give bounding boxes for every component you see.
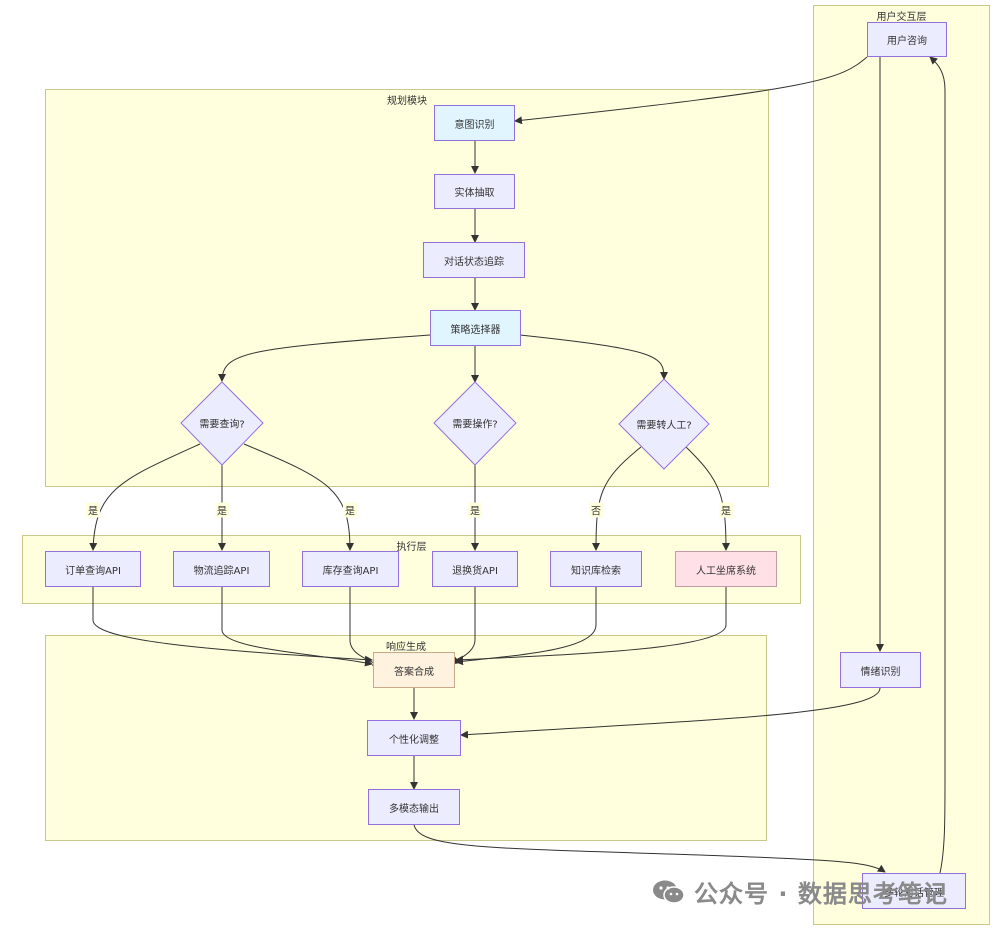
subgraph-execution: 执行层 (22, 535, 801, 604)
node-return-api: 退换货API (432, 551, 518, 587)
edge-label-yes-return: 是 (468, 502, 482, 518)
node-kb-search: 知识库检索 (550, 551, 642, 587)
edge-needhuman-to-human (685, 446, 730, 551)
node-logistics-api: 物流追踪API (173, 551, 270, 587)
node-human-agent: 人工坐席系统 (675, 551, 777, 587)
decision-need-human: 需要转人工? (636, 420, 692, 432)
node-order-api: 订单查询API (45, 551, 141, 587)
node-multi-turn-management: 多轮对话管理 (862, 873, 966, 909)
edge-policy-to-needquery (218, 334, 431, 382)
subgraph-title-execution: 执行层 (396, 542, 427, 553)
node-personalization: 个性化调整 (367, 720, 461, 756)
edge-label-yes-human: 是 (719, 502, 733, 518)
edge-user-to-intent (514, 56, 868, 125)
subgraph-title-user-layer: 用户交互层 (876, 12, 927, 23)
edge-order-to-answer (92, 587, 373, 664)
edge-label-yes-inventory: 是 (343, 502, 357, 518)
node-dialog-state-tracking: 对话状态追踪 (423, 242, 525, 278)
node-policy-selector: 策略选择器 (430, 310, 521, 346)
edge-needquery-to-order (89, 443, 201, 551)
edge-needhuman-to-kb (592, 446, 642, 551)
edge-kb-to-answer (455, 587, 597, 666)
edge-multiturn-to-user (929, 56, 946, 874)
node-user-query: 用户咨询 (867, 22, 947, 57)
edge-needquery-to-inventory (243, 443, 354, 551)
edge-multimodal-to-multiturn (413, 824, 886, 873)
edge-logistics-to-answer (221, 587, 373, 667)
diamond-need-human (618, 378, 710, 470)
edge-label-yes-logistics: 是 (215, 502, 229, 518)
subgraph-title-planning: 规划模块 (387, 96, 427, 107)
diamond-need-query (180, 381, 264, 466)
node-emotion-recognition: 情绪识别 (840, 652, 921, 688)
node-multimodal-output: 多模态输出 (368, 789, 460, 825)
edge-human-to-answer (455, 587, 727, 664)
edge-label-yes-order: 是 (86, 502, 100, 518)
decision-need-query: 需要查询? (199, 419, 245, 431)
watermark: 公众号 · 数据思考笔记 (652, 874, 948, 909)
subgraph-title-response: 响应生成 (386, 642, 426, 653)
node-answer-synthesis: 答案合成 (373, 652, 455, 688)
decision-need-action: 需要操作? (452, 419, 498, 431)
edge-emotion-to-personalize (460, 687, 881, 739)
diamond-need-action (433, 381, 517, 466)
edge-policy-to-needhuman (519, 334, 668, 380)
wechat-icon (652, 879, 686, 905)
watermark-text: 公众号 · 数据思考笔记 (694, 880, 948, 908)
edge-label-no-kb: 否 (589, 502, 603, 518)
node-inventory-api: 库存查询API (302, 551, 399, 587)
node-intent-recognition: 意图识别 (434, 105, 515, 141)
subgraph-user-layer: 用户交互层 (813, 5, 990, 925)
node-entity-extraction: 实体抽取 (434, 174, 515, 209)
